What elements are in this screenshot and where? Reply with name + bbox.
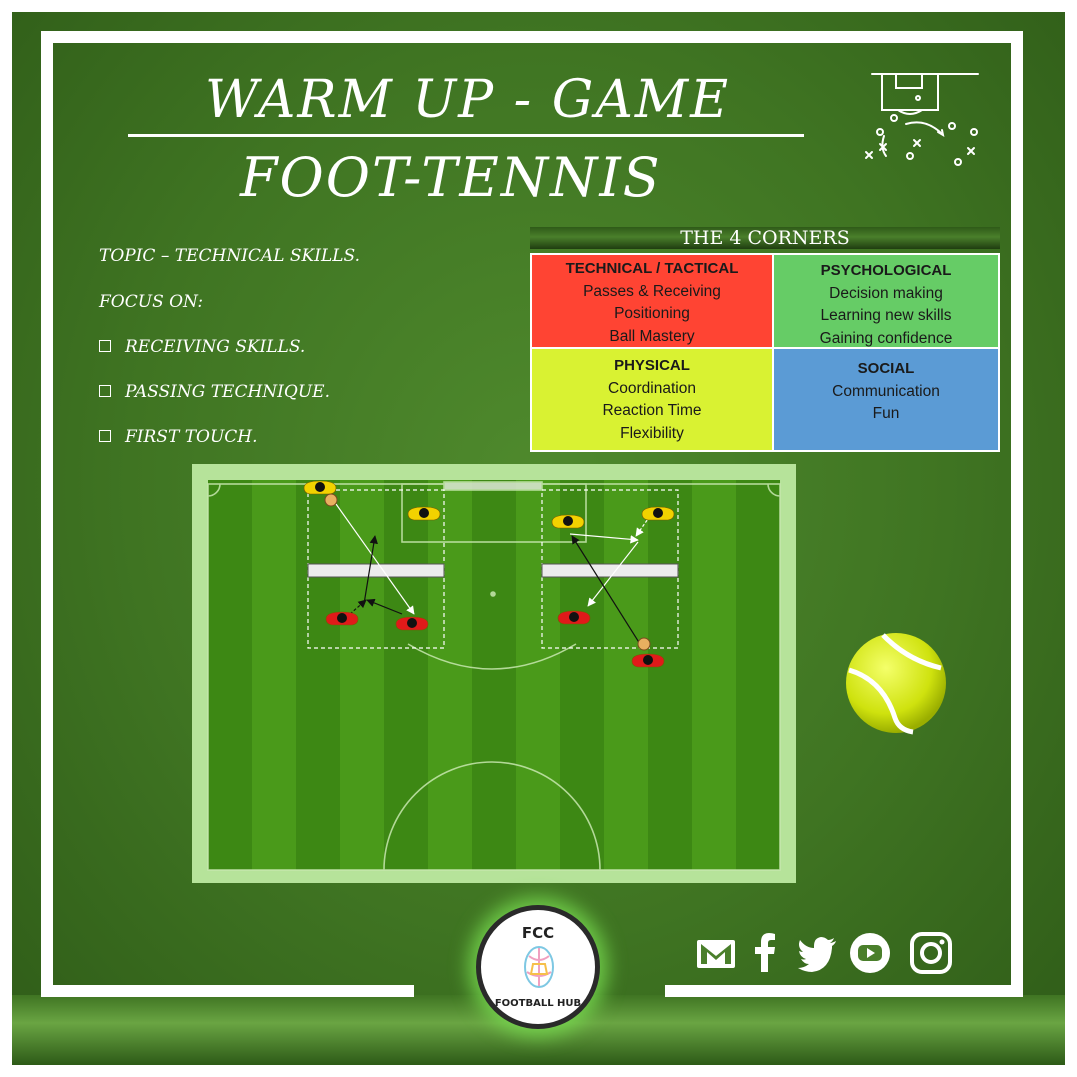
- title-line-2: FOOT-TENNIS: [240, 146, 662, 209]
- youtube-icon[interactable]: [849, 932, 891, 974]
- corner-line: Gaining confidence: [819, 329, 953, 347]
- focus-item-label: FIRST TOUCH.: [125, 427, 258, 447]
- frame-right: [1011, 31, 1023, 997]
- corner-title: SOCIAL: [857, 360, 915, 377]
- focus-item: PASSING TECHNIQUE.: [99, 382, 330, 402]
- player-marker: [395, 616, 429, 631]
- frame-top: [41, 31, 1023, 43]
- instagram-icon[interactable]: [909, 932, 953, 974]
- corner-title: TECHNICAL / TACTICAL: [565, 260, 739, 277]
- corner-line: Learning new skills: [820, 307, 952, 324]
- corner-line: Fun: [872, 405, 900, 422]
- corner-line: Ball Mastery: [609, 327, 695, 345]
- checkbox-icon: [99, 340, 111, 352]
- focus-item: RECEIVING SKILLS.: [99, 337, 305, 357]
- corner-line: Flexibility: [620, 424, 684, 442]
- player-marker: [303, 480, 337, 495]
- topic-text: TOPIC – TECHNICAL SKILLS.: [99, 246, 360, 266]
- corner-social: SOCIAL Communication Fun: [773, 348, 999, 451]
- corner-psychological: PSYCHOLOGICAL Decision making Learning n…: [773, 254, 999, 348]
- logo-top-text: FCC: [521, 924, 555, 942]
- corner-technical: TECHNICAL / TACTICAL Passes & Receiving …: [531, 254, 773, 348]
- balls: [324, 493, 651, 651]
- checkbox-icon: [99, 385, 111, 397]
- corner-line: Positioning: [614, 305, 690, 322]
- corner-title: PHYSICAL: [614, 357, 690, 374]
- pass-arrows: [335, 503, 651, 645]
- players: [303, 480, 675, 668]
- email-icon[interactable]: [695, 932, 737, 974]
- corner-line: Communication: [832, 382, 940, 400]
- logo-bottom-text: FOOTBALL HUB: [494, 998, 582, 1009]
- player-marker: [557, 610, 591, 625]
- corners-heading: THE 4 CORNERS: [530, 227, 1000, 249]
- pitch-lines: [207, 481, 781, 871]
- title-divider: [128, 134, 804, 137]
- player-marker: [631, 653, 665, 668]
- club-logo: FCC FOOTBALL HUB: [476, 905, 600, 1029]
- facebook-icon[interactable]: [752, 932, 778, 974]
- corner-line: Passes & Receiving: [583, 282, 721, 300]
- frame-bottom-left: [41, 985, 414, 997]
- player-marker: [641, 506, 675, 521]
- focus-item-label: RECEIVING SKILLS.: [125, 337, 306, 357]
- checkbox-icon: [99, 430, 111, 442]
- corner-physical: PHYSICAL Coordination Reaction Time Flex…: [531, 348, 773, 451]
- pitch-grass: [208, 480, 780, 870]
- corners-grid: TECHNICAL / TACTICAL Passes & Receiving …: [530, 253, 1000, 452]
- title-line-1: WARM UP - GAME: [205, 70, 731, 130]
- player-marker: [325, 611, 359, 626]
- player-marker: [551, 514, 585, 529]
- focus-on-text: FOCUS ON:: [99, 292, 204, 312]
- focus-item: FIRST TOUCH.: [99, 427, 258, 447]
- logo-ball-icon: [524, 946, 554, 988]
- focus-item-label: PASSING TECHNIQUE.: [125, 382, 330, 402]
- corner-line: Decision making: [829, 284, 943, 302]
- tactics-board-icon: [865, 73, 979, 166]
- corner-line: Reaction Time: [602, 402, 702, 419]
- poster: [12, 12, 1065, 1065]
- corner-title: PSYCHOLOGICAL: [820, 262, 952, 279]
- pitch-diagram: [192, 464, 796, 883]
- tennis-ball-icon: [846, 633, 946, 735]
- frame-bottom-right: [665, 985, 1023, 997]
- player-marker: [407, 506, 441, 521]
- frame-left: [41, 31, 53, 997]
- twitter-icon[interactable]: [796, 932, 838, 974]
- pitch-svg: [207, 480, 781, 871]
- corner-line: Coordination: [608, 379, 696, 397]
